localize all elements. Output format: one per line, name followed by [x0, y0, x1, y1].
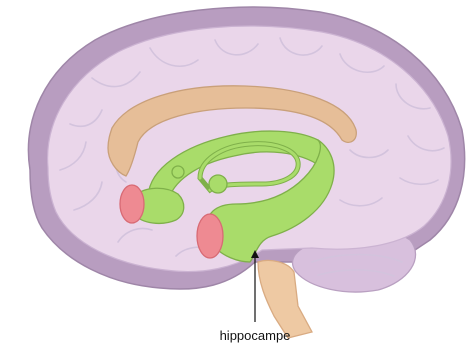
amygdala-anterior: [120, 185, 144, 223]
hippocampus-label: hippocampe: [220, 328, 291, 343]
amygdala-posterior: [197, 214, 223, 258]
mammillary-body-small: [172, 166, 184, 178]
mammillary-body: [209, 175, 227, 193]
